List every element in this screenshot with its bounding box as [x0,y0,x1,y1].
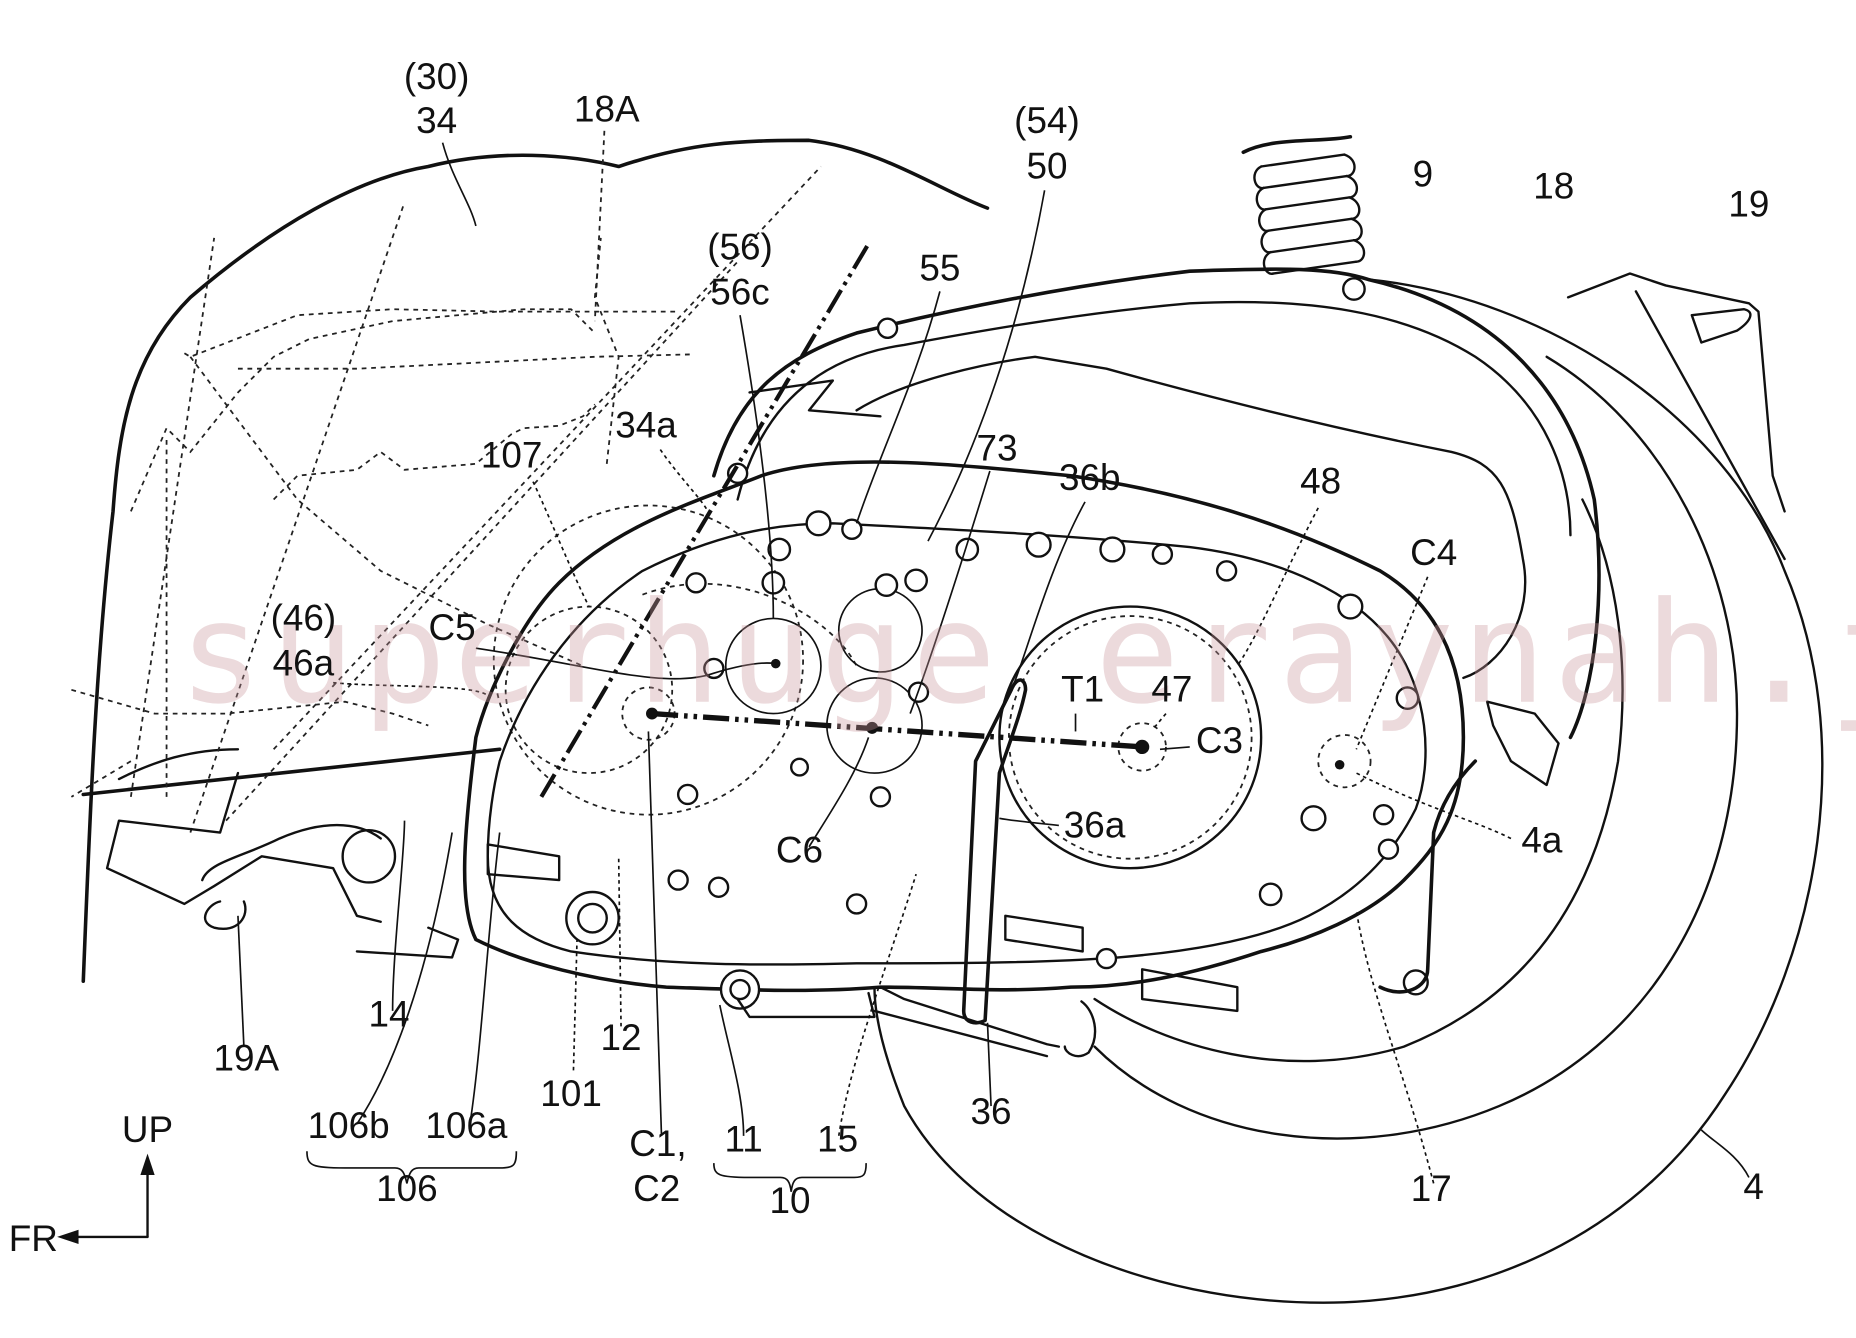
axis-line-T1 [646,658,1345,770]
label-9: 9 [1413,154,1434,195]
label-101: 101 [540,1073,602,1114]
label-36a: 36a [1064,804,1126,845]
label-106: 106 [376,1168,438,1209]
stand-36 [961,678,1028,1025]
body-cover-34 [81,138,990,983]
reference-labels: (30)34 18A (54)50 9 18 19 (56)56c 55 34a 73 107 36b… [9,56,1770,1259]
label-48: 48 [1300,461,1341,502]
rear-wheel-4 [873,278,1824,1304]
label-47: 47 [1151,669,1192,710]
label-14: 14 [369,993,410,1034]
label-36b: 36b [1059,457,1121,498]
label-19: 19 [1728,183,1769,224]
label-55: 55 [919,248,960,289]
label-54: (54) [1014,100,1080,141]
brace-106 [306,1151,518,1184]
label-56: (56) [707,226,773,267]
direction-indicator [57,1153,155,1245]
label-15: 15 [817,1118,858,1159]
fastener-bolts [565,317,1429,1010]
label-50: 50 [1026,145,1067,186]
label-c4: C4 [1410,532,1457,573]
label-c2: C2 [633,1168,680,1209]
label-18: 18 [1533,166,1574,207]
point-C4 [1334,759,1345,770]
label-106b: 106b [308,1105,390,1146]
label-107: 107 [481,434,543,475]
label-106a: 106a [425,1105,508,1146]
label-18a: 18A [574,88,640,129]
label-4: 4 [1743,1166,1764,1207]
reference-line [539,242,871,798]
label-fr: FR [9,1218,58,1259]
label-t1: T1 [1061,669,1104,710]
label-up: UP [122,1109,173,1150]
label-17: 17 [1411,1168,1452,1209]
watermark: superhuge eraynah.jp [178,573,1856,736]
label-19a: 19A [213,1037,279,1078]
point-C1 [646,707,658,720]
label-36: 36 [971,1091,1012,1132]
label-34a: 34a [615,405,677,446]
brace-10 [713,1163,867,1192]
label-c1: C1, [629,1123,686,1164]
label-56c: 56c [710,271,769,312]
point-C3 [1135,739,1150,755]
label-46a: 46a [273,643,335,684]
lower-mounts [105,700,1560,1058]
label-73: 73 [977,427,1018,468]
label-12: 12 [601,1017,642,1058]
label-10: 10 [769,1180,810,1221]
label-30: (30) [404,56,470,97]
label-c3: C3 [1196,720,1243,761]
label-11: 11 [724,1118,762,1159]
bracket-19 [1566,272,1786,561]
label-46: (46) [271,597,337,638]
label-4a: 4a [1521,820,1563,861]
label-34: 34 [416,100,457,141]
label-c6: C6 [776,829,823,870]
point-C6 [866,721,879,734]
label-c5: C5 [429,607,476,648]
leader-lines [237,130,1750,1184]
suspension-spring-9 [1241,134,1366,301]
